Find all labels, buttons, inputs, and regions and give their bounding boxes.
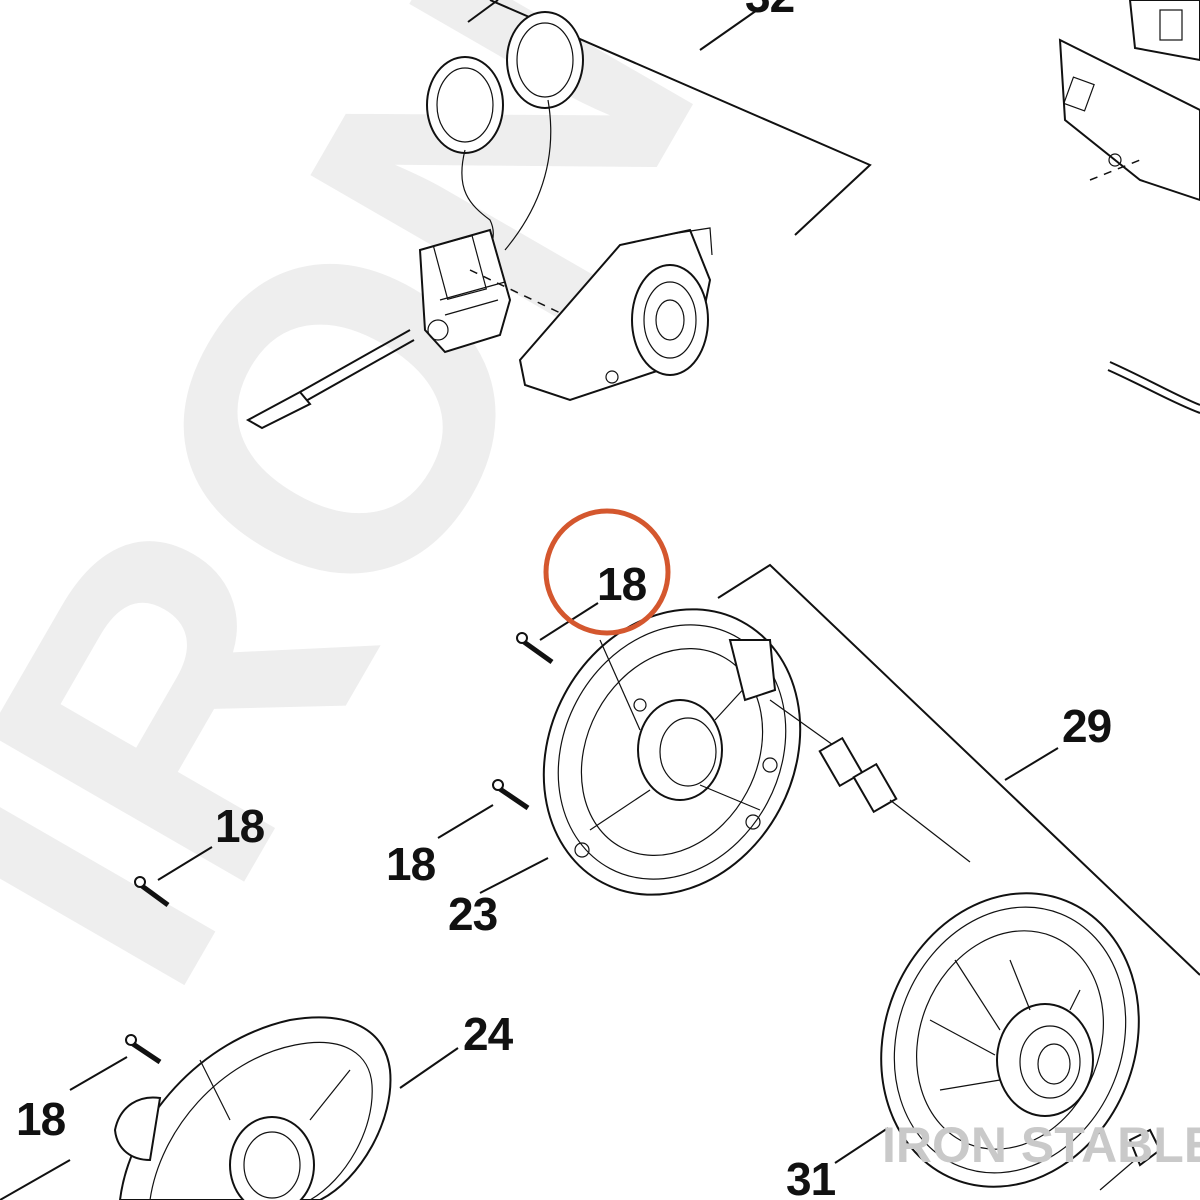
- bracket-fragment-top-right: [1058, 0, 1200, 414]
- intercom-unit: [469, 227, 713, 402]
- speaker-31: [880, 892, 1162, 1191]
- screw-18-mid: [492, 779, 530, 811]
- callout-18-highlight[interactable]: 18: [597, 558, 648, 610]
- group-32-bracket: [467, 0, 872, 236]
- callout-24[interactable]: 24: [463, 1008, 515, 1060]
- speaker-housing-23: [542, 608, 802, 896]
- screw-18-top: [516, 632, 554, 665]
- watermark-small: IRON STABLE: [882, 1117, 1200, 1173]
- callout-18-bottom[interactable]: 18: [16, 1093, 67, 1145]
- group-29-bracket: [717, 563, 1200, 976]
- callout-18-left[interactable]: 18: [215, 800, 266, 852]
- callout-31[interactable]: 31: [786, 1153, 837, 1200]
- callout-18-mid[interactable]: 18: [386, 838, 437, 890]
- callout-23[interactable]: 23: [448, 888, 498, 940]
- intercom-base-clamp: [245, 228, 512, 430]
- callout-29[interactable]: 29: [1062, 700, 1112, 752]
- watermark-large: IRON ST: [0, 0, 1122, 1056]
- screw-18-bottom: [125, 1034, 162, 1065]
- wiring-connector: [769, 699, 971, 863]
- highlight-circle: [543, 508, 671, 636]
- callout-32[interactable]: 32: [745, 0, 795, 22]
- screw-18-left: [134, 876, 170, 908]
- speaker-housing-24: [0, 1016, 392, 1200]
- leader-lines: [69, 602, 889, 1164]
